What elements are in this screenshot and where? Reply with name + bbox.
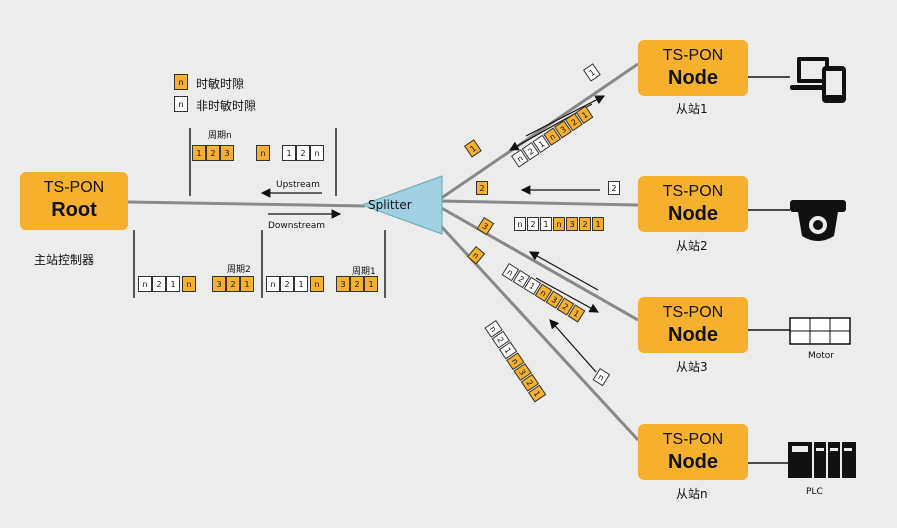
upstream-slot: n: [256, 145, 270, 161]
branch-fiber-3: [437, 204, 639, 322]
plc-icon: [788, 442, 856, 478]
node-box-n: TS-PON Node: [638, 424, 748, 480]
period-1-label: 周期1: [352, 267, 376, 277]
downstream-slot: 2: [152, 276, 166, 292]
node2-line2: Node: [668, 203, 718, 225]
upstream-slot: 3: [220, 145, 234, 161]
downstream-slot: 1: [294, 276, 308, 292]
branch2-down-group-slot: n: [514, 217, 526, 231]
noden-line2: Node: [668, 451, 718, 473]
branch2-down-group-slot: 1: [592, 217, 604, 231]
node3-line2: Node: [668, 324, 718, 346]
period-n-label: 周期n: [208, 131, 232, 141]
branch2-down-group-slot: 2: [527, 217, 539, 231]
splitter-shape: [360, 175, 443, 235]
root-caption: 主站控制器: [34, 253, 95, 267]
branch2-down-group-slot: 3: [566, 217, 578, 231]
branch2-up-group-slot: 2: [608, 181, 620, 195]
branch-fiber-2: [439, 199, 639, 207]
downstream-slot: 2: [280, 276, 294, 292]
node-box-2: TS-PON Node: [638, 176, 748, 232]
upstream-slot: 1: [192, 145, 206, 161]
upstream-slot: 1: [282, 145, 296, 161]
downstream-slot: 2: [226, 276, 240, 292]
node1-line2: Node: [668, 67, 718, 89]
root-line2: Root: [51, 199, 97, 221]
legend-sensitive-label: 时敏时隙: [196, 77, 245, 91]
downstream-slot: 3: [212, 276, 226, 292]
node1-line1: TS-PON: [662, 47, 724, 64]
downstream-slot: n: [138, 276, 152, 292]
trunk-fiber: [127, 200, 366, 208]
upstream-slot: 2: [296, 145, 310, 161]
node2-line1: TS-PON: [662, 183, 724, 200]
node2-caption: 从站2: [676, 239, 708, 253]
plc-label: PLC: [806, 487, 823, 497]
legend-nonsensitive-swatch: n: [174, 96, 188, 112]
node3-line1: TS-PON: [662, 304, 724, 321]
branch-fiber-n: [426, 210, 640, 442]
branch2-down-group-slot: n: [553, 217, 565, 231]
downstream-slot: 1: [240, 276, 254, 292]
node3-caption: 从站3: [676, 360, 708, 374]
branch2-down-group-slot: 1: [540, 217, 552, 231]
branch2-down-group-slot: 2: [579, 217, 591, 231]
downstream-slot: n: [266, 276, 280, 292]
laptop-phone-icon: [790, 57, 846, 103]
root-line1: TS-PON: [43, 179, 105, 196]
upstream-label: Upstream: [276, 180, 320, 190]
camera-icon: [790, 200, 846, 241]
downstream-slot: 1: [166, 276, 180, 292]
motor-label: Motor: [808, 351, 835, 361]
noden-caption: 从站n: [676, 487, 708, 501]
downstream-label: Downstream: [268, 221, 326, 231]
downstream-slot: 2: [350, 276, 364, 292]
branch2-near-group-slot: 2: [476, 181, 488, 195]
noden-line1: TS-PON: [662, 431, 724, 448]
upstream-slot: n: [310, 145, 324, 161]
node-box-3: TS-PON Node: [638, 297, 748, 353]
node-box-1: TS-PON Node: [638, 40, 748, 96]
downstream-slot: 3: [336, 276, 350, 292]
node1-caption: 从站1: [676, 102, 708, 116]
legend-nonsensitive-label: 非时敏时隙: [196, 99, 257, 113]
splitter-label: Splitter: [368, 198, 412, 212]
downstream-slot: n: [310, 276, 324, 292]
downstream-slot: 1: [364, 276, 378, 292]
motor-icon: [789, 317, 851, 345]
period-2-label: 周期2: [227, 265, 251, 275]
root-box: TS-PON Root: [20, 172, 128, 230]
legend-sensitive-swatch: n: [174, 74, 188, 90]
downstream-slot: n: [182, 276, 196, 292]
branch-fiber-1: [439, 62, 639, 201]
upstream-slot: 2: [206, 145, 220, 161]
